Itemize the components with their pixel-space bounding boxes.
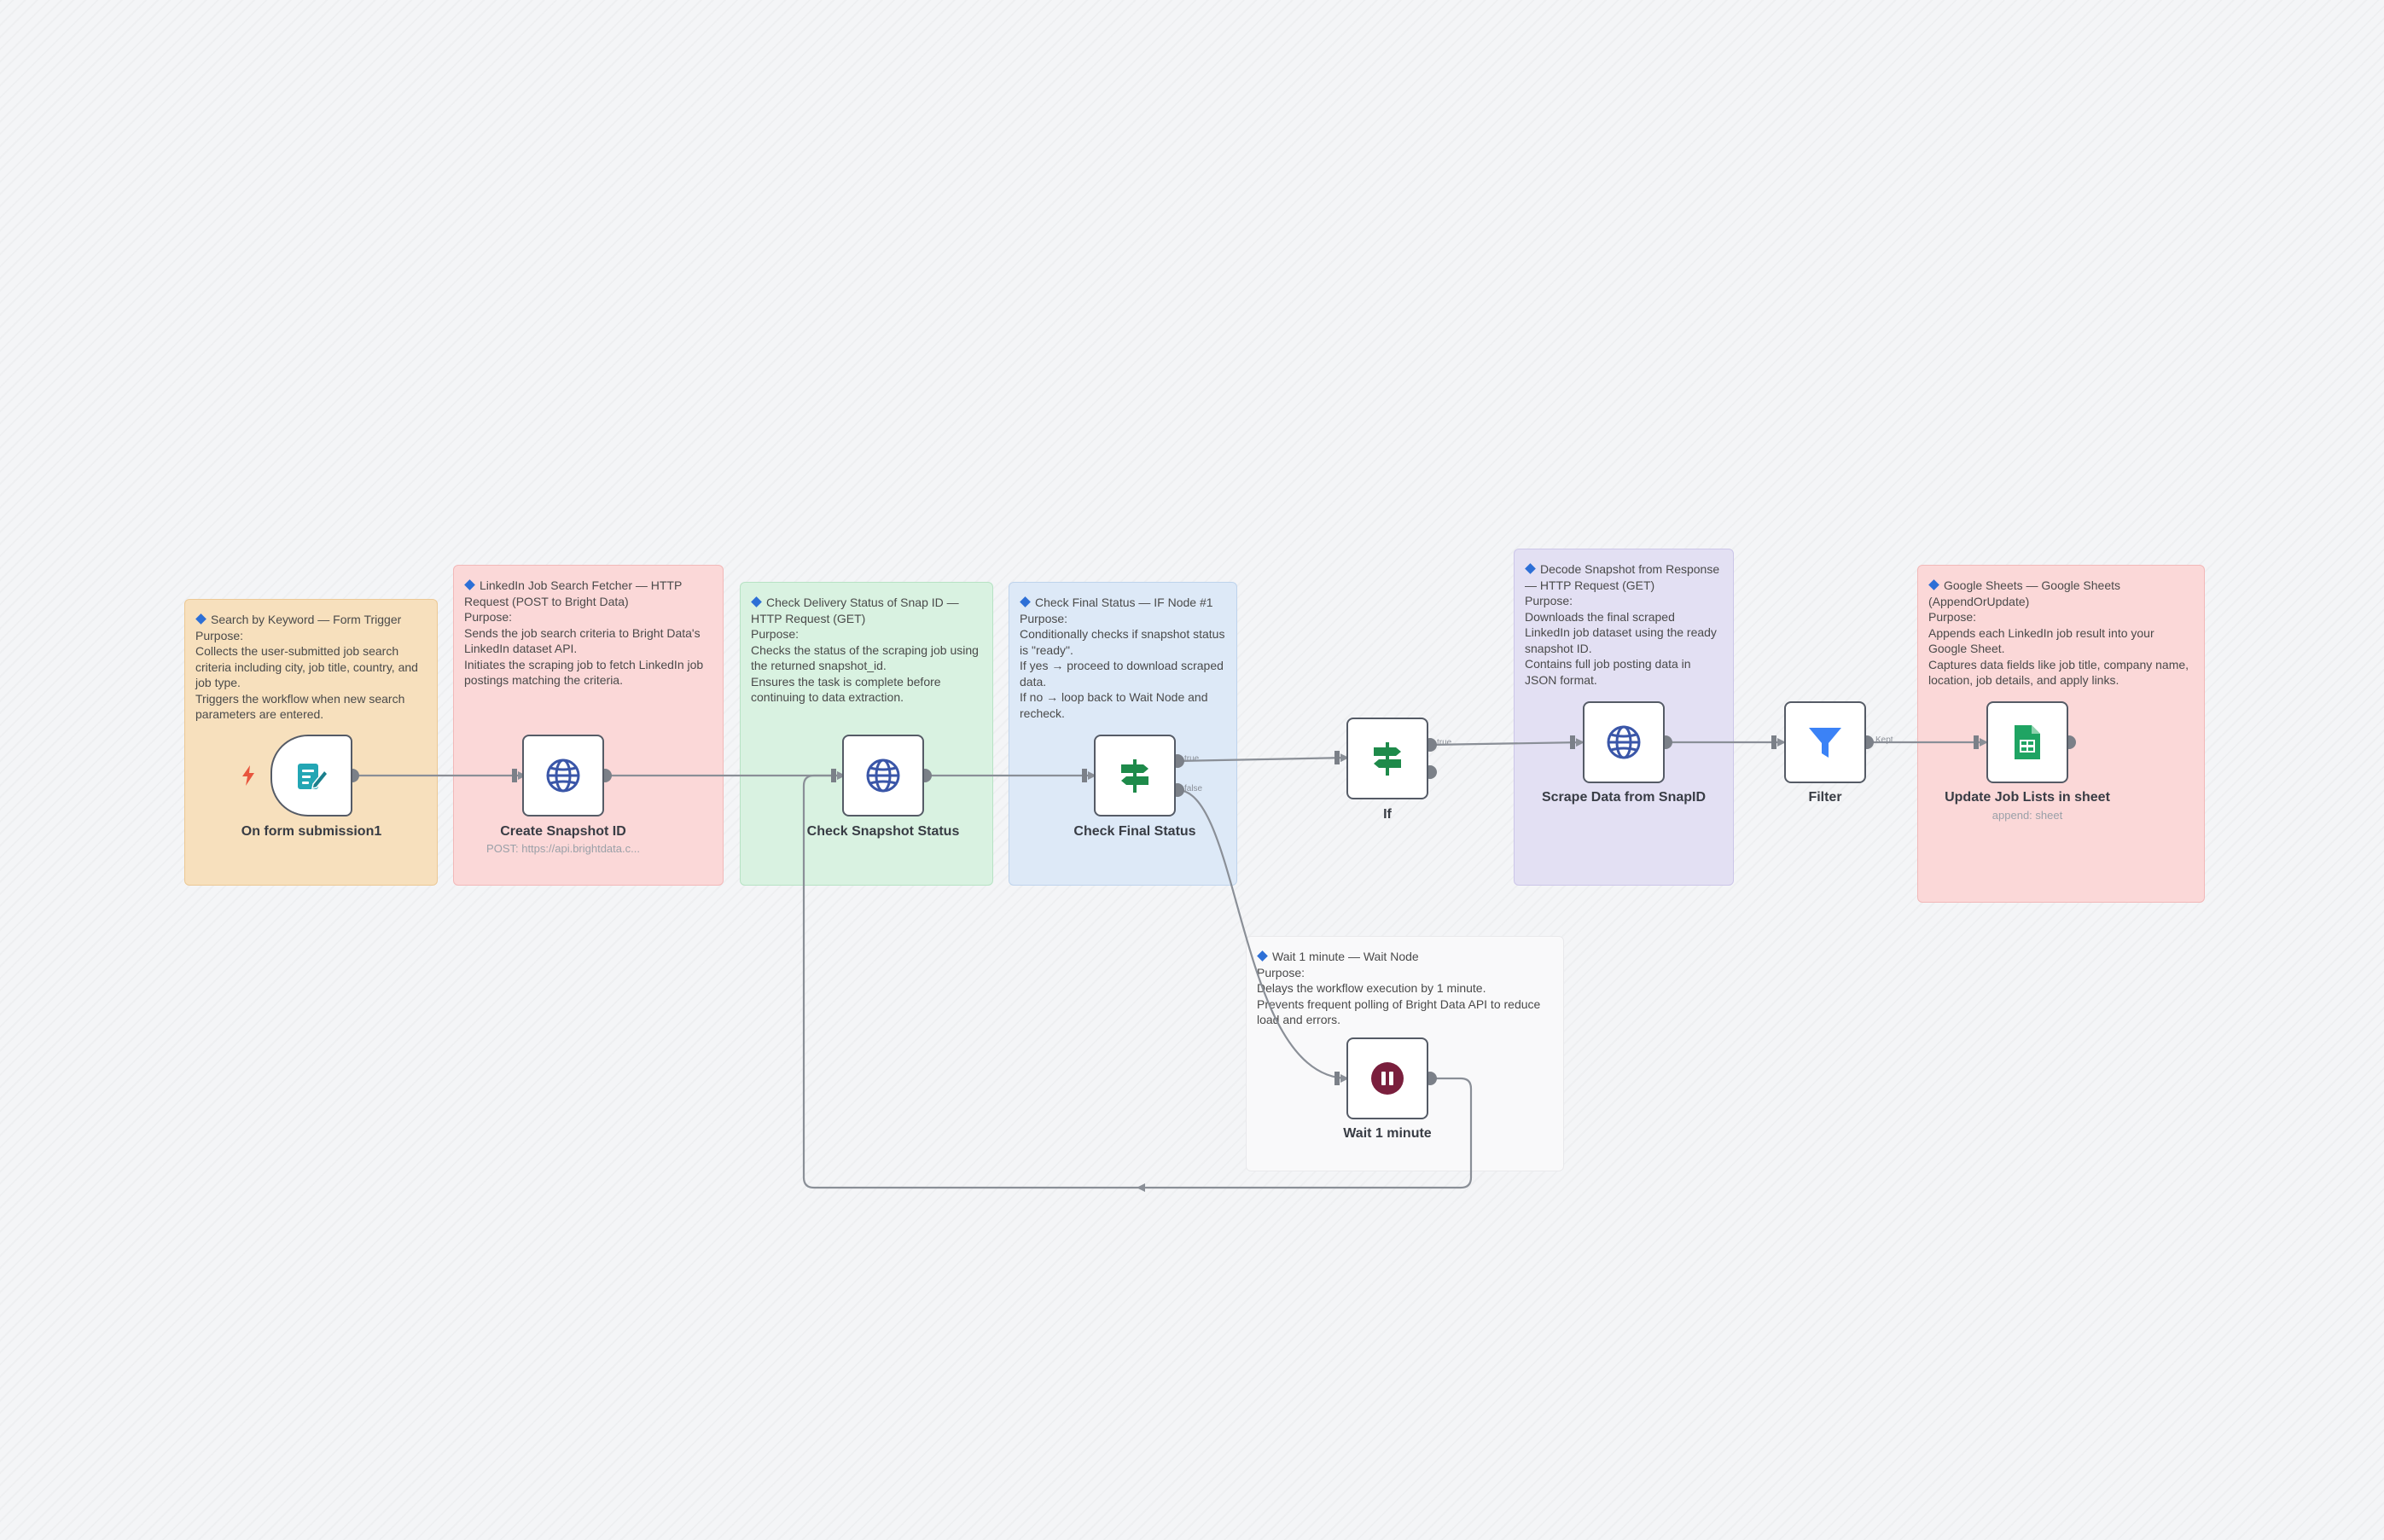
sticky-note-check-final-status[interactable]: Check Final Status — IF Node #1 Purpose:… (1009, 582, 1237, 886)
node-scrape-data-from-snapid[interactable] (1583, 701, 1665, 783)
sheets-icon (2015, 725, 2040, 759)
signpost-icon (1374, 742, 1401, 776)
port-label-false: false (1184, 784, 1203, 793)
node-check-snapshot-status[interactable] (842, 735, 924, 816)
note-body: Purpose: Conditionally checks if snapsho… (1020, 611, 1225, 720)
node-label: Wait 1 minute (1343, 1126, 1432, 1141)
note-body: Purpose: Appends each LinkedIn job resul… (1928, 610, 2189, 687)
note-body: Purpose: Delays the workflow execution b… (1257, 965, 1541, 1027)
note-title: Decode Snapshot from Response — HTTP Req… (1525, 561, 1723, 593)
globe-icon (546, 758, 580, 793)
globe-icon (866, 758, 900, 793)
input-port (1771, 735, 1776, 749)
port-label-true: true (1437, 738, 1452, 747)
note-title: Google Sheets — Google Sheets (AppendOrU… (1928, 578, 2194, 609)
input-port (1570, 735, 1575, 749)
node-subtitle: append: sheet (1992, 809, 2063, 822)
note-title: Search by Keyword — Form Trigger (195, 612, 427, 628)
node-label: If (1383, 807, 1392, 822)
port-label-kept: Kept (1875, 735, 1893, 745)
sticky-note-snapshot-fetcher[interactable]: LinkedIn Job Search Fetcher — HTTP Reque… (453, 565, 724, 886)
note-title: Wait 1 minute — Wait Node (1257, 949, 1553, 965)
input-port (831, 769, 836, 782)
node-label: Create Snapshot ID (500, 824, 626, 839)
node-check-final-status[interactable] (1094, 735, 1176, 816)
input-port (1334, 751, 1340, 764)
node-create-snapshot-id[interactable] (522, 735, 604, 816)
note-body: Purpose: Checks the status of the scrapi… (751, 627, 979, 704)
globe-icon (1607, 725, 1641, 759)
node-label: Filter (1808, 790, 1842, 805)
node-wait-1-minute[interactable] (1346, 1037, 1428, 1119)
note-title: Check Final Status — IF Node #1 (1020, 595, 1226, 611)
node-label: On form submission1 (241, 824, 382, 839)
input-port (512, 769, 517, 782)
note-body: Purpose: Downloads the final scraped Lin… (1525, 594, 1717, 687)
connection-if-true-to-scrape (1429, 738, 1584, 747)
node-update-job-lists-in-sheet[interactable] (1986, 701, 2068, 783)
note-body: Purpose: Collects the user-submitted job… (195, 628, 418, 722)
node-label: Update Job Lists in sheet (1945, 790, 2110, 805)
input-port (1974, 735, 1979, 749)
note-body: Purpose: Sends the job search criteria t… (464, 610, 704, 687)
node-label: Check Final Status (1073, 824, 1196, 839)
node-subtitle: POST: https://api.brightdata.c... (486, 842, 640, 855)
input-port (1082, 769, 1087, 782)
connection-final-false-to-wait (1177, 788, 1349, 1083)
port-label-true: true (1184, 754, 1200, 764)
sticky-note-form-trigger[interactable]: Search by Keyword — Form Trigger Purpose… (184, 599, 438, 886)
connection-final-true-to-if (1177, 753, 1349, 763)
node-filter[interactable] (1784, 701, 1866, 783)
node-label: Check Snapshot Status (806, 824, 960, 839)
note-title: Check Delivery Status of Snap ID — HTTP … (751, 595, 982, 626)
form-icon (298, 764, 329, 789)
node-on-form-submission[interactable] (270, 735, 352, 816)
node-label: Scrape Data from SnapID (1541, 790, 1707, 805)
signpost-icon (1121, 759, 1148, 793)
loop-direction-arrow (1137, 1183, 1145, 1192)
note-title: LinkedIn Job Search Fetcher — HTTP Reque… (464, 578, 712, 609)
filter-icon (1809, 728, 1841, 758)
node-if[interactable] (1346, 718, 1428, 799)
sticky-note-check-delivery[interactable]: Check Delivery Status of Snap ID — HTTP … (740, 582, 993, 886)
trigger-bolt-icon (242, 765, 254, 786)
input-port (1334, 1072, 1340, 1085)
pause-icon (1371, 1062, 1404, 1095)
